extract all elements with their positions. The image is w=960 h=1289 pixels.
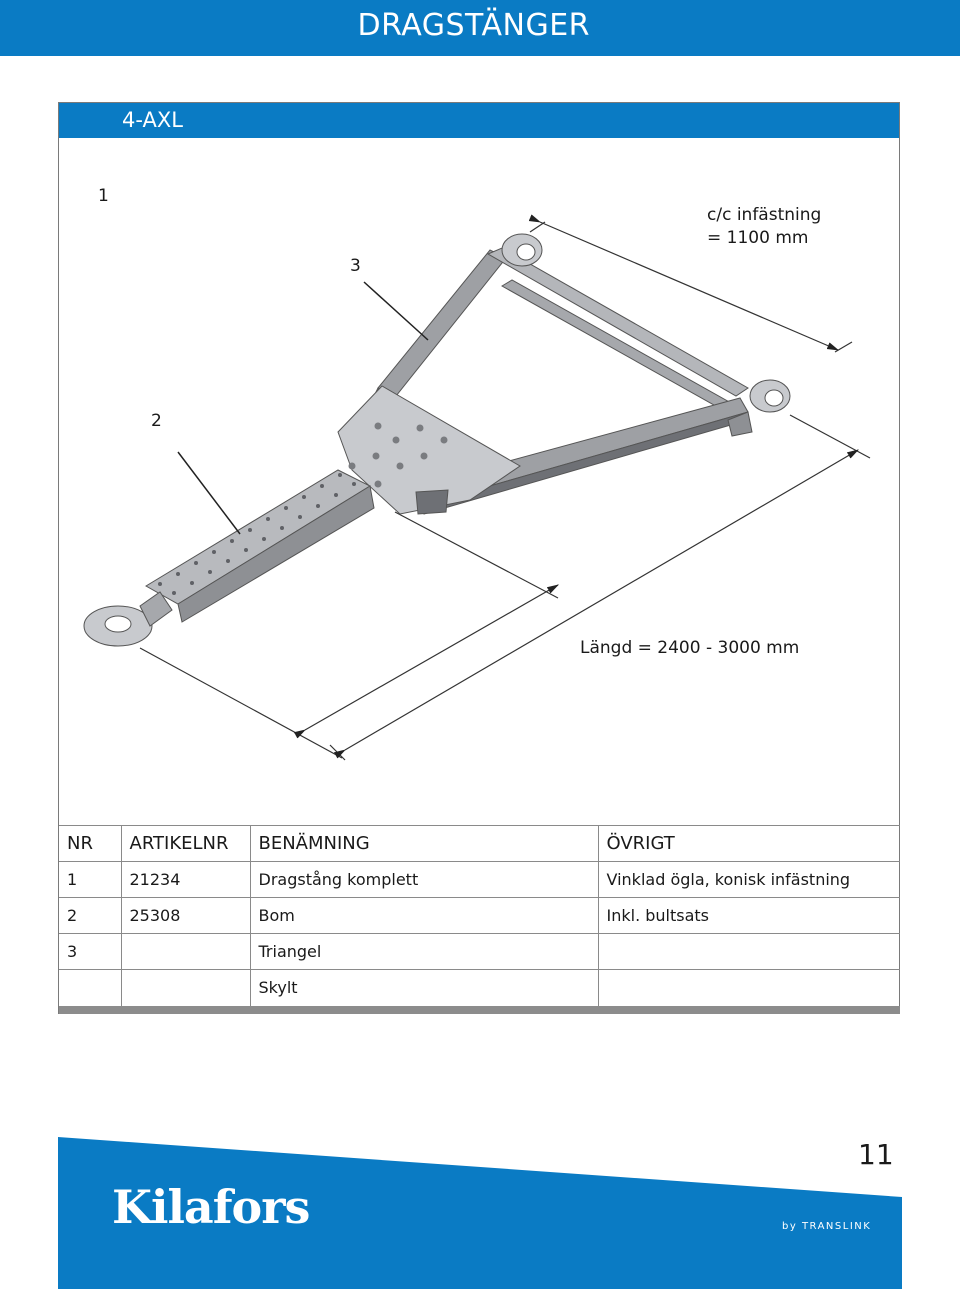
crossbar-lower [501, 279, 741, 415]
callout-2: 2 [151, 411, 162, 431]
dimension-cc [528, 214, 853, 353]
page-header-bar: DRAGSTÄNGER [0, 0, 960, 56]
table-row: 2 25308 Bom Inkl. bultsats [59, 897, 900, 934]
mount-sleeve-left [501, 233, 543, 267]
cell-ovrigt [598, 933, 900, 970]
cell-artikelnr: 21234 [121, 861, 251, 898]
table-bottom-rule [59, 1006, 900, 1014]
dimension-cc-label-line2: = 1100 mm [707, 228, 809, 248]
cell-ovrigt: Vinklad ögla, konisk infästning [598, 861, 900, 898]
table-row: 3 Triangel [59, 933, 900, 970]
callout-1: 1 [98, 186, 109, 206]
leader-2 [177, 451, 241, 535]
col-header-benamning: BENÄMNING [250, 825, 599, 862]
towing-eye [83, 591, 173, 647]
table-row: Skylt [59, 969, 900, 1006]
drawbar-tube-top [145, 469, 372, 605]
section-header: 4-AXL [59, 103, 899, 138]
dimension-length [139, 414, 871, 761]
dimension-cc-label-line1: c/c infästning [707, 205, 822, 225]
plate-bolts [348, 422, 448, 488]
cell-benamning: Bom [250, 897, 599, 934]
section-title: 4-AXL [122, 108, 183, 132]
cell-nr: 2 [59, 897, 122, 934]
parts-table: NR ARTIKELNR BENÄMNING ÖVRIGT 1 21234 Dr… [59, 825, 900, 1006]
col-header-artikelnr: ARTIKELNR [121, 825, 251, 862]
footer-band [58, 1137, 902, 1289]
drawbar-holes [158, 473, 356, 595]
cell-ovrigt [598, 969, 900, 1006]
triangle-left-arm [377, 249, 507, 397]
cell-nr: 1 [59, 861, 122, 898]
mounting-plate [337, 385, 521, 515]
drawbar-drawing [83, 214, 871, 761]
table-header-row: NR ARTIKELNR BENÄMNING ÖVRIGT [59, 825, 900, 862]
cell-artikelnr [121, 969, 251, 1006]
brand-byline: by TRANSLINK [782, 1221, 872, 1232]
callout-3: 3 [350, 256, 361, 276]
cell-benamning: Dragstång komplett [250, 861, 599, 898]
col-header-ovrigt: ÖVRIGT [598, 825, 900, 862]
cell-ovrigt: Inkl. bultsats [598, 897, 900, 934]
page-number: 11 [858, 1138, 894, 1171]
brand-logo: Kilafors [112, 1180, 310, 1234]
cell-artikelnr [121, 933, 251, 970]
cell-nr: 3 [59, 933, 122, 970]
mount-sleeve-right [727, 379, 791, 437]
cell-artikelnr: 25308 [121, 897, 251, 934]
leader-3 [363, 281, 429, 341]
cell-benamning: Triangel [250, 933, 599, 970]
cell-benamning: Skylt [250, 969, 599, 1006]
page-title: DRAGSTÄNGER [357, 8, 590, 43]
table-row: 1 21234 Dragstång komplett Vinklad ögla,… [59, 861, 900, 898]
dimension-length-label: Längd = 2400 - 3000 mm [580, 638, 800, 658]
drawbar-tube-side [177, 485, 375, 623]
cell-nr [59, 969, 122, 1006]
crossbar-upper [486, 247, 749, 397]
col-header-nr: NR [59, 825, 122, 862]
